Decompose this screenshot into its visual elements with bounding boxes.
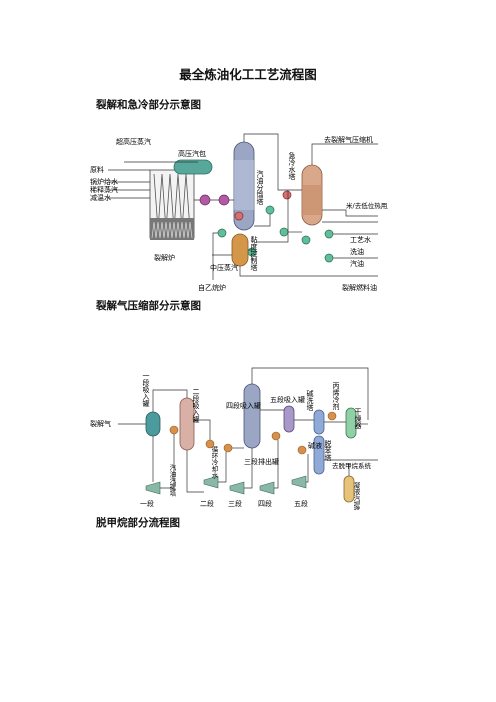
label-cooling-water: 循环冷却水: [210, 445, 218, 479]
label-cracked-gas: 裂解气: [90, 419, 111, 428]
cracking-furnace: [149, 169, 195, 240]
label-stage1-drum: 一段吸入罐: [142, 372, 150, 408]
label-stage5-drum: 五段吸入罐: [270, 395, 305, 404]
label-stage-3: 三段: [228, 499, 242, 508]
cooler: [223, 443, 233, 453]
cooler: [271, 431, 281, 441]
pump: [324, 229, 334, 239]
label-debenzene: 脱苯塔: [324, 439, 332, 462]
process-piping: [118, 367, 378, 493]
cooler: [169, 425, 179, 435]
cooler: [297, 445, 307, 455]
heat-exchanger: [234, 211, 244, 221]
label-process-water: 工艺水: [350, 235, 371, 244]
debenzene-tower: [313, 435, 325, 475]
pump: [301, 235, 311, 245]
label-to-demethanizer: 去脱甲烷系统: [332, 461, 372, 470]
compressor-stage2: [203, 475, 219, 489]
caustic-wash-tower: [313, 409, 325, 435]
pump: [279, 227, 289, 237]
viscosity-control-tower: [231, 233, 249, 267]
page-title: 最全炼油化工工艺流程图: [179, 67, 317, 82]
compressor-stage1: [145, 481, 161, 495]
label-stage4-drum: 四段吸入罐: [226, 401, 261, 410]
label-furnace: 裂解炉: [154, 253, 175, 262]
heat-exchanger: [199, 194, 211, 206]
label-from-ethane: 自乙烷炉: [198, 283, 226, 292]
heat-exchanger: [218, 194, 230, 206]
label-boiler-water: 锅炉给水: [90, 177, 118, 186]
compressor-stage5: [291, 475, 307, 489]
label-stage3-drain: 三段排出罐: [244, 457, 279, 466]
label-caustic-wash: 碱洗塔: [306, 390, 314, 412]
label-mp-steam: 中压蒸汽: [210, 263, 238, 272]
section-heading-compression: 裂解气压缩部分示意图: [96, 300, 201, 312]
dryer: [345, 407, 357, 439]
label-gasoline: 汽油: [350, 259, 364, 268]
label-low-heat-user: 米/去低位热用户: [346, 201, 388, 210]
label-gasoline-stripper: 汽油汽提塔: [168, 463, 176, 498]
label-stage2-drum: 二段吸入罐: [192, 388, 200, 424]
label-dilution-steam: 稀释蒸汽: [90, 185, 118, 194]
section-heading-demethanizer: 脱甲烷部分流程图: [96, 517, 180, 529]
label-dryer: 干燥器: [354, 408, 362, 430]
cooler: [327, 411, 337, 421]
label-stage-4: 四段: [258, 499, 272, 508]
stage5-suction-drum: [283, 405, 295, 433]
label-feed: 原料: [90, 165, 104, 174]
section-heading-cracking-quench: 裂解和急冷部分示意图: [96, 99, 201, 111]
label-quench-tower: 急冷水塔: [288, 151, 296, 181]
compression-diagram: 一段吸入罐 裂解气 二段吸入罐 四段吸入罐 五段吸入罐 碱洗塔 丙烯冷剂 干燥器…: [88, 360, 388, 516]
stage3-drain-drum: [243, 383, 261, 449]
label-chp-steam: 超高压蒸汽: [116, 137, 151, 146]
label-hp-drum: 高压汽包: [178, 149, 206, 158]
label-caustic: 碱液: [308, 441, 322, 450]
label-gasoline-fractionator: 汽油分馏塔: [256, 169, 264, 206]
label-stage-2: 二段: [200, 499, 214, 508]
label-fuel-oil: 裂解燃料油: [342, 283, 377, 292]
cracking-quench-diagram: 超高压蒸汽 高压汽包 原料 锅炉给水 稀释蒸汽 减温水 裂解炉 汽油分馏塔 急冷…: [88, 130, 394, 295]
label-to-compressor: 去裂解气压缩机: [324, 135, 373, 144]
compressor-stage3: [229, 481, 245, 495]
hp-steam-drum: [173, 159, 213, 175]
stage1-suction-drum: [145, 411, 161, 437]
label-viscosity-tower: 黏度控制塔: [250, 235, 258, 272]
pump: [324, 253, 334, 263]
pump: [217, 228, 227, 238]
label-stage-1: 一段: [140, 499, 154, 508]
label-wash-oil: 洗油: [350, 247, 364, 256]
process-piping: [108, 133, 378, 280]
pump: [265, 205, 275, 215]
label-propylene-cooler: 丙烯冷剂: [332, 382, 340, 411]
compressor-stage4: [259, 481, 275, 495]
label-stage-5: 五段: [294, 499, 308, 508]
heat-exchanger: [282, 190, 292, 200]
label-reduce-water: 减温水: [90, 193, 111, 202]
label-condensate-stripper: 凝液汽提塔: [352, 481, 360, 510]
